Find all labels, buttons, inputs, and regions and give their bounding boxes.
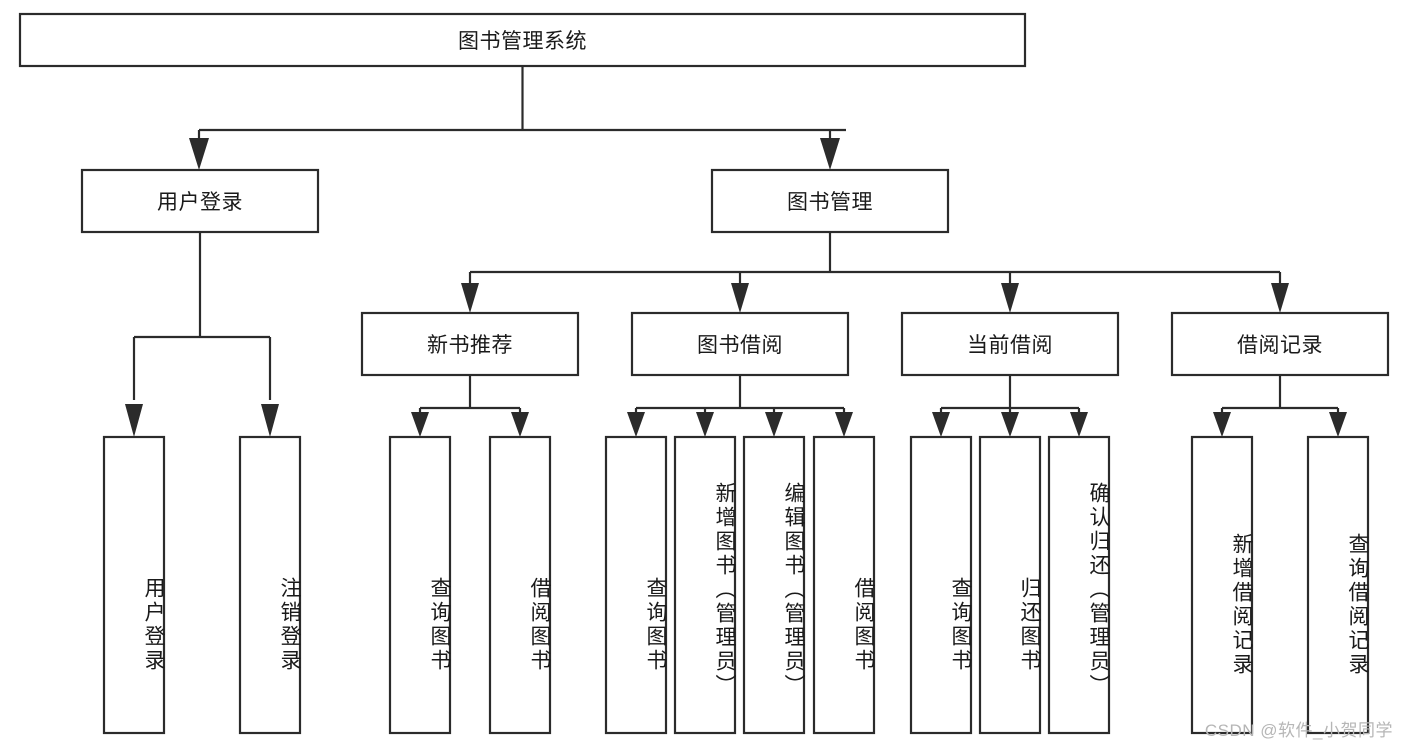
arrowhead-bookmgmt-newbook: [461, 283, 479, 313]
node-root-box[interactable]: [18, 12, 1027, 68]
arrowhead-currentborrow-leaf-3: [1070, 412, 1088, 437]
arrowhead-borrowrecords-leaf-1: [1213, 412, 1231, 437]
arrowhead-root-to-userlogin: [189, 138, 209, 170]
node-leaf-query-book-1-box[interactable]: [388, 435, 452, 735]
arrowhead-newbook-leaf-1: [411, 412, 429, 437]
node-leaf-return-book-box[interactable]: [978, 435, 1042, 735]
node-leaf-query-book-2-box[interactable]: [604, 435, 668, 735]
arrowhead-borrowrecords-leaf-2: [1329, 412, 1347, 437]
node-leaf-query-book-3-box[interactable]: [909, 435, 973, 735]
csdn-watermark: CSDN @软件_小贺同学: [1204, 721, 1393, 740]
node-leaf-user-login-box[interactable]: [102, 435, 166, 735]
arrowhead-bookborrow-leaf-4: [835, 412, 853, 437]
node-leaf-confirm-return-box[interactable]: [1047, 435, 1111, 735]
arrowhead-currentborrow-leaf-2: [1001, 412, 1019, 437]
node-book-management-box[interactable]: [710, 168, 950, 234]
arrowhead-bookmgmt-borrow: [731, 283, 749, 313]
arrowhead-bookmgmt-current: [1001, 283, 1019, 313]
arrowhead-root-to-bookmgmt: [820, 138, 840, 170]
arrowhead-bookborrow-leaf-3: [765, 412, 783, 437]
node-leaf-borrow-book-2-box[interactable]: [812, 435, 876, 735]
node-leaf-query-record-box[interactable]: [1306, 435, 1370, 735]
node-new-book-recommend-box[interactable]: [360, 311, 580, 377]
arrowhead-currentborrow-leaf-1: [932, 412, 950, 437]
arrowhead-newbook-leaf-2: [511, 412, 529, 437]
arrowhead-bookborrow-leaf-1: [627, 412, 645, 437]
arrowhead-userlogin-leaf-1: [125, 404, 143, 437]
arrowhead-bookmgmt-records: [1271, 283, 1289, 313]
node-leaf-borrow-book-1-box[interactable]: [488, 435, 552, 735]
node-book-borrow-box[interactable]: [630, 311, 850, 377]
node-borrow-records-box[interactable]: [1170, 311, 1390, 377]
node-user-login-box[interactable]: [80, 168, 320, 234]
arrowhead-userlogin-leaf-2: [261, 404, 279, 437]
arrowhead-bookborrow-leaf-2: [696, 412, 714, 437]
node-leaf-add-record-box[interactable]: [1190, 435, 1254, 735]
node-leaf-edit-book-box[interactable]: [742, 435, 806, 735]
node-leaf-logout-box[interactable]: [238, 435, 302, 735]
node-leaf-add-book-box[interactable]: [673, 435, 737, 735]
node-current-borrow-box[interactable]: [900, 311, 1120, 377]
